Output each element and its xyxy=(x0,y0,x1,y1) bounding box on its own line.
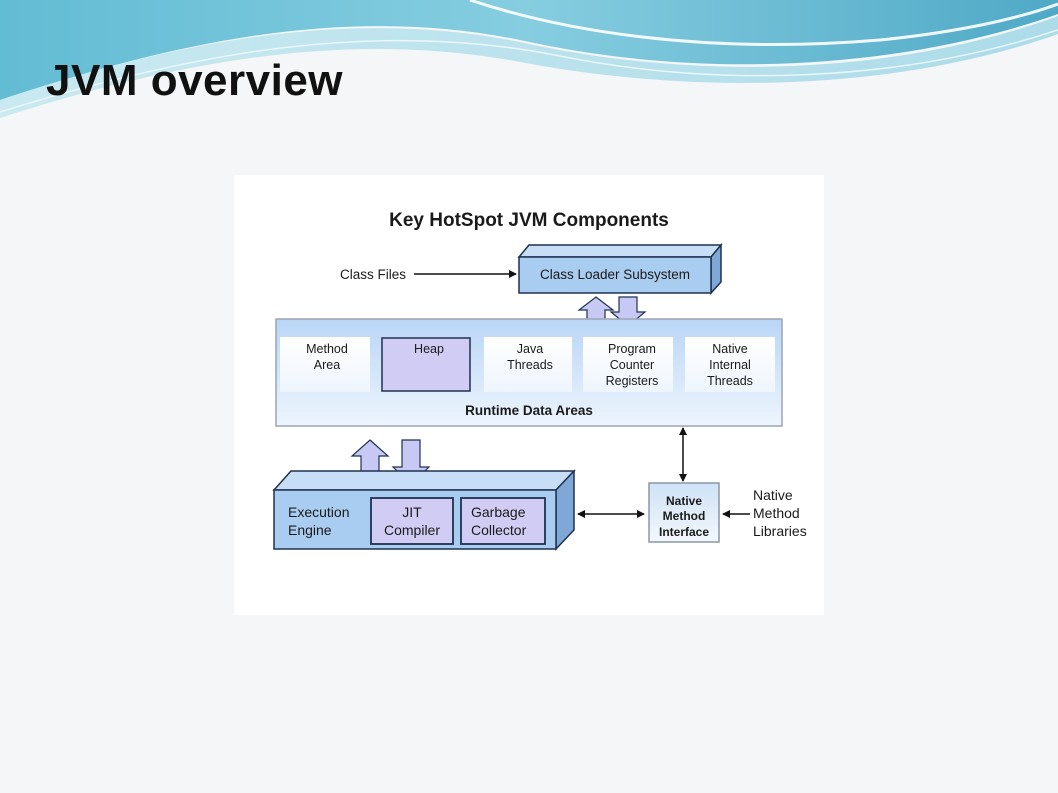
garbage-collector-line-1: Garbage xyxy=(471,504,526,520)
native-libraries-line-1: Native xyxy=(753,487,793,503)
header-wave xyxy=(0,0,1058,100)
pc-registers-line-3: Registers xyxy=(606,374,659,388)
runtime-data-areas-label: Runtime Data Areas xyxy=(465,403,593,418)
runtime-area-heap xyxy=(381,337,471,392)
nmi-line-3: Interface xyxy=(659,525,709,539)
runtime-data-areas: Method Area Heap Java Threads Program Co… xyxy=(275,318,783,427)
jit-compiler-line-2: Compiler xyxy=(384,522,440,538)
runtime-area-native-threads xyxy=(685,337,775,392)
diagram-panel: Key HotSpot JVM Components Class Files C… xyxy=(234,175,824,615)
slide-title: JVM overview xyxy=(46,56,344,105)
garbage-collector-line-2: Collector xyxy=(471,522,527,538)
jit-compiler-line-1: JIT xyxy=(402,504,422,520)
header-wave-light xyxy=(0,16,1058,118)
header-wave-line xyxy=(0,29,1058,113)
runtime-area-method xyxy=(280,337,370,392)
class-files-label: Class Files xyxy=(340,267,406,282)
native-threads-line-1: Native xyxy=(712,342,747,356)
class-loader-box: Class Loader Subsystem xyxy=(517,242,723,295)
pc-registers-line-1: Program xyxy=(608,342,656,356)
execution-engine-box: Execution Engine JIT Compiler Garbage Co… xyxy=(272,469,576,551)
native-libraries-line-2: Method xyxy=(753,505,800,521)
heap-label: Heap xyxy=(414,342,444,356)
runtime-area-pc-registers xyxy=(583,337,673,392)
java-threads-line-1: Java xyxy=(517,342,543,356)
nmi-line-2: Method xyxy=(663,509,706,523)
method-area-line-1: Method xyxy=(306,342,348,356)
nmi-line-1: Native xyxy=(666,494,702,508)
class-loader-label: Class Loader Subsystem xyxy=(540,267,690,282)
java-threads-line-2: Threads xyxy=(507,358,553,372)
native-threads-line-2: Internal xyxy=(709,358,751,372)
jit-compiler-box xyxy=(370,497,454,545)
pc-registers-line-2: Counter xyxy=(610,358,654,372)
execution-engine-line-1: Execution xyxy=(288,504,349,520)
native-method-interface-box: Native Method Interface xyxy=(648,482,720,543)
native-threads-line-3: Threads xyxy=(707,374,753,388)
garbage-collector-box xyxy=(460,497,546,545)
header-wave-highlight xyxy=(469,0,1058,46)
runtime-area-java-threads xyxy=(484,337,572,392)
execution-engine-line-2: Engine xyxy=(288,522,332,538)
jvm-diagram: Key HotSpot JVM Components Class Files C… xyxy=(272,210,807,551)
method-area-line-2: Area xyxy=(314,358,340,372)
diagram-title: Key HotSpot JVM Components xyxy=(389,210,669,231)
native-libraries-line-3: Libraries xyxy=(753,523,807,539)
